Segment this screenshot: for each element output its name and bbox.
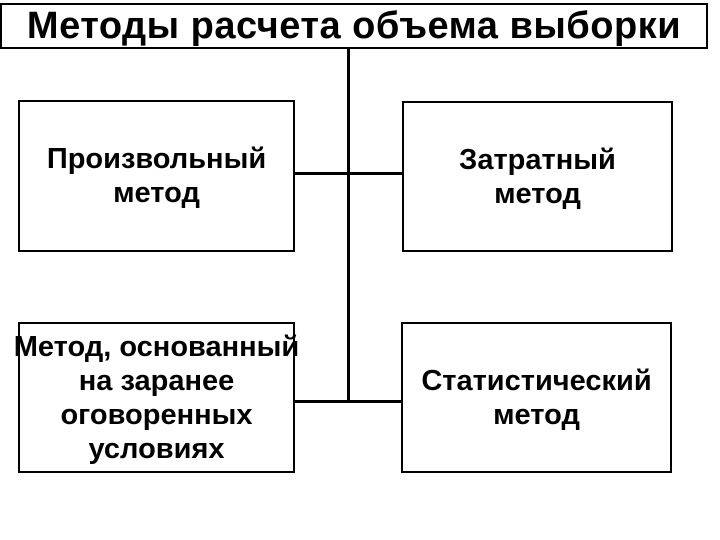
connector-branch-top bbox=[295, 172, 402, 175]
connector-trunk-line bbox=[347, 49, 350, 402]
connector-branch-bottom bbox=[295, 400, 401, 403]
box-statistical-method: Статистический метод bbox=[401, 322, 672, 473]
box-cost-method: Затратный метод bbox=[402, 101, 673, 252]
box-cost-method-label: Затратный метод bbox=[459, 143, 616, 210]
box-statistical-method-label: Статистический метод bbox=[421, 364, 652, 431]
box-arbitrary-method: Произвольный метод bbox=[18, 100, 295, 252]
box-preagreed-conditions-method: Метод, основанный на заранее оговоренных… bbox=[14, 322, 299, 473]
box-arbitrary-method-label: Произвольный метод bbox=[46, 143, 267, 209]
diagram-title: Методы расчета объема выборки bbox=[0, 3, 708, 49]
box-preagreed-conditions-method-label: Метод, основанный на заранее оговоренных… bbox=[13, 330, 300, 465]
diagram-title-text: Методы расчета объема выборки bbox=[26, 4, 682, 47]
